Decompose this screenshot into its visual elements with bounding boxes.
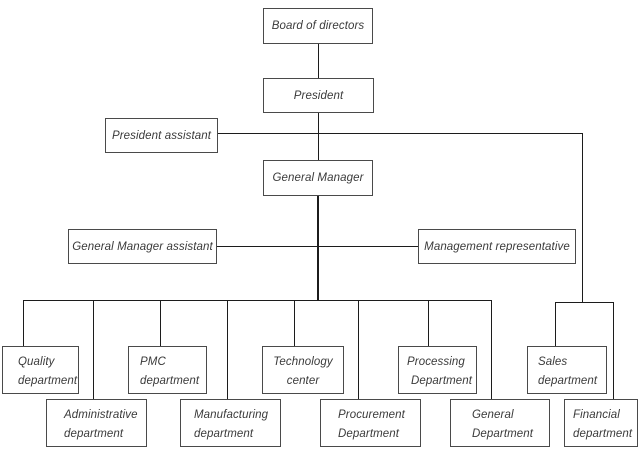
node-sales-department: Sales department xyxy=(527,346,607,394)
node-technology-center: Technology center xyxy=(262,346,344,394)
node-label-line1: Procurement xyxy=(338,409,405,421)
node-label-line2: department xyxy=(573,428,633,440)
node-label-line1: Quality xyxy=(18,356,55,368)
node-general-manager: General Manager xyxy=(263,160,373,196)
connector-drop-administrative xyxy=(93,300,94,399)
node-administrative-department: Administrative department xyxy=(46,399,147,447)
node-label-line2: department xyxy=(64,428,124,440)
connector-drop-general xyxy=(491,300,492,399)
node-label-line1: PMC xyxy=(140,356,166,368)
node-label-line1: Sales xyxy=(538,356,568,368)
node-pmc-department: PMC department xyxy=(128,346,207,394)
node-label-line2: department xyxy=(538,375,598,387)
node-label-line1: Manufacturing xyxy=(194,409,269,421)
connector-sales-financial-bus xyxy=(555,302,614,303)
node-label-line1: General xyxy=(472,409,514,421)
connector-gm-trunk xyxy=(317,196,319,300)
connector-drop-procurement xyxy=(358,300,359,399)
node-president: President xyxy=(263,78,374,113)
node-label-line2: Department xyxy=(472,428,534,440)
node-label-line2: department xyxy=(18,375,78,387)
connector-president-general-manager xyxy=(318,113,319,160)
connector-board-president xyxy=(318,44,319,78)
node-processing-department: Processing Department xyxy=(398,346,477,394)
node-label: General Manager assistant xyxy=(72,240,213,253)
node-board-of-directors: Board of directors xyxy=(263,8,373,44)
connector-drop-processing xyxy=(428,300,429,346)
connector-drop-pmc xyxy=(160,300,161,346)
node-label: President assistant xyxy=(111,129,212,142)
node-label-line2: department xyxy=(194,428,254,440)
node-financial-department: Financial department xyxy=(564,399,638,447)
node-management-representative: Management representative xyxy=(418,229,576,264)
node-president-assistant: President assistant xyxy=(105,118,218,153)
connector-drop-financial xyxy=(613,302,614,399)
node-label: President xyxy=(293,89,344,102)
node-manufacturing-department: Manufacturing department xyxy=(180,399,281,447)
connector-president-assistant-line xyxy=(218,133,583,134)
connector-drop-manufacturing xyxy=(227,300,228,399)
connector-departments-bus xyxy=(23,300,492,301)
node-label: Management representative xyxy=(424,240,570,253)
node-label: Board of directors xyxy=(271,20,365,32)
node-label: General Manager xyxy=(272,172,364,184)
connector-drop-sales xyxy=(555,302,556,346)
node-label-line1: Processing xyxy=(407,356,465,368)
node-label-line1: Financial xyxy=(573,409,620,421)
node-label-line2: Department xyxy=(411,375,473,387)
node-general-manager-assistant: General Manager assistant xyxy=(68,229,217,264)
node-label-line2: center xyxy=(286,375,320,387)
node-label-line2: Department xyxy=(338,428,400,440)
connector-drop-quality xyxy=(23,300,24,346)
node-label-line1: Technology xyxy=(273,356,333,368)
node-label-line1: Administrative xyxy=(64,409,138,421)
node-quality-department: Quality department xyxy=(2,346,79,394)
node-general-department: General Department xyxy=(450,399,550,447)
connector-right-trunk xyxy=(582,133,583,302)
node-procurement-department: Procurement Department xyxy=(320,399,421,447)
node-label-line2: department xyxy=(140,375,200,387)
connector-drop-technology xyxy=(294,300,295,346)
